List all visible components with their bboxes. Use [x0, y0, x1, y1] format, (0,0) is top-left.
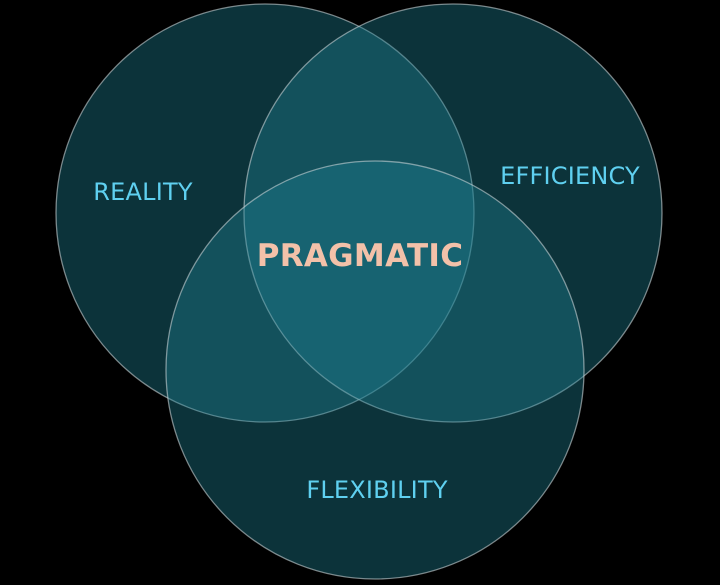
reality-label: REALITY	[93, 178, 193, 206]
reality-circle	[55, 3, 475, 423]
pragmatic-label: PRAGMATIC	[257, 238, 464, 274]
flexibility-circle	[165, 160, 585, 580]
efficiency-label: EFFICIENCY	[500, 162, 640, 190]
efficiency-circle	[243, 3, 663, 423]
flexibility-label: FLEXIBILITY	[306, 476, 448, 504]
